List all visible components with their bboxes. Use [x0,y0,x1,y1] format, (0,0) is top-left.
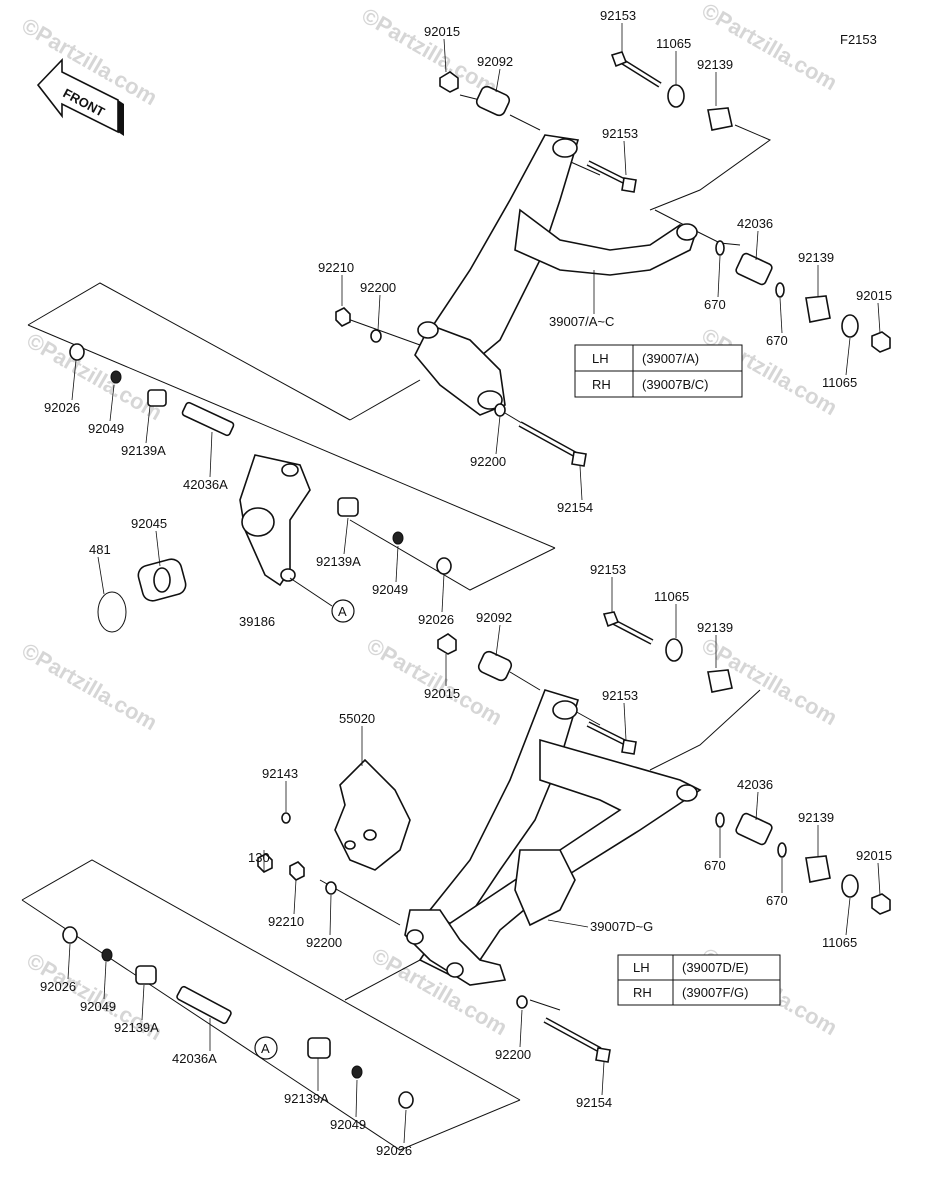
label-92015-c: 92015 [424,686,460,701]
table-bottom-row-1-side: LH [633,960,650,975]
label-92200-d: 92200 [495,1047,531,1062]
label-92139-a: 92139 [697,57,733,72]
table-bottom-row-1-code: (39007D/E) [682,960,748,975]
label-92139a-b: 92139A [316,554,361,569]
label-92026-d: 92026 [376,1143,412,1158]
label-92015-a: 92015 [424,24,460,39]
label-670-d: 670 [766,893,788,908]
label-92153-a: 92153 [600,8,636,23]
label-92015-d: 92015 [856,848,892,863]
callout-a-bottom [254,1036,278,1060]
label-42036a-b: 42036A [172,1051,217,1066]
label-92139-b: 92139 [798,250,834,265]
label-92092-b: 92092 [476,610,512,625]
label-92049-b: 92049 [372,582,408,597]
variant-table-bottom: LH (39007D/E) RH (39007F/G) [617,954,781,1006]
label-11065-b: 11065 [822,375,857,390]
label-92200-b: 92200 [470,454,506,469]
watermark-3: ©Partzilla.com [698,0,842,95]
label-11065-c: 11065 [654,589,689,604]
label-92154-b: 92154 [576,1095,612,1110]
callout-a-top [331,599,355,623]
label-55020: 55020 [339,711,375,726]
label-92092-a: 92092 [477,54,513,69]
label-42036-b: 42036 [737,777,773,792]
label-11065-d: 11065 [822,935,857,950]
label-92015-b: 92015 [856,288,892,303]
leader-lines [67,23,881,1144]
label-39186: 39186 [239,614,275,629]
label-92153-c: 92153 [590,562,626,577]
label-92210-b: 92210 [268,914,304,929]
label-92026-b: 92026 [418,612,454,627]
label-670-b: 670 [766,333,788,348]
table-top-row-1-side: LH [592,351,609,366]
variant-table-top: LH (39007/A) RH (39007B/C) [574,344,743,398]
label-92139-c: 92139 [697,620,733,635]
label-39007-a-c: 39007/A~C [549,314,614,329]
label-42036a-a: 42036A [183,477,228,492]
watermark-2: ©Partzilla.com [358,3,502,101]
label-92139a-d: 92139A [284,1091,329,1106]
callout-a-top-label: A [338,604,347,619]
label-670-a: 670 [704,297,726,312]
label-92154-a: 92154 [557,500,593,515]
table-bottom-row-2-side: RH [633,985,652,1000]
diagram-code: F2153 [840,32,877,47]
label-92153-b: 92153 [602,126,638,141]
label-481: 481 [89,542,111,557]
label-92139-d: 92139 [798,810,834,825]
table-top-row-2-side: RH [592,377,611,392]
watermark-7: ©Partzilla.com [363,633,507,731]
label-92026-c: 92026 [40,979,76,994]
label-92210-a: 92210 [318,260,354,275]
table-top-row-1-code: (39007/A) [642,351,699,366]
table-top-row-2-code: (39007B/C) [642,377,708,392]
label-92139a-c: 92139A [114,1020,159,1035]
label-39007d-g: 39007D~G [590,919,653,934]
label-92026-a: 92026 [44,400,80,415]
label-130: 130 [248,850,270,865]
label-92153-d: 92153 [602,688,638,703]
label-92143: 92143 [262,766,298,781]
label-670-c: 670 [704,858,726,873]
label-92139a-a: 92139A [121,443,166,458]
part-labels: 92015 92092 92153 11065 92139 92153 4203… [40,8,892,1158]
watermark-6: ©Partzilla.com [18,638,162,736]
label-92049-c: 92049 [80,999,116,1014]
label-92045: 92045 [131,516,167,531]
label-92200-c: 92200 [306,935,342,950]
label-92200-a: 92200 [360,280,396,295]
label-92049-d: 92049 [330,1117,366,1132]
callout-a-bottom-label: A [261,1041,270,1056]
label-92049-a: 92049 [88,421,124,436]
label-42036-a: 42036 [737,216,773,231]
table-bottom-row-2-code: (39007F/G) [682,985,748,1000]
label-11065-a: 11065 [656,36,691,51]
bottom-assembly: A [21,611,891,1151]
